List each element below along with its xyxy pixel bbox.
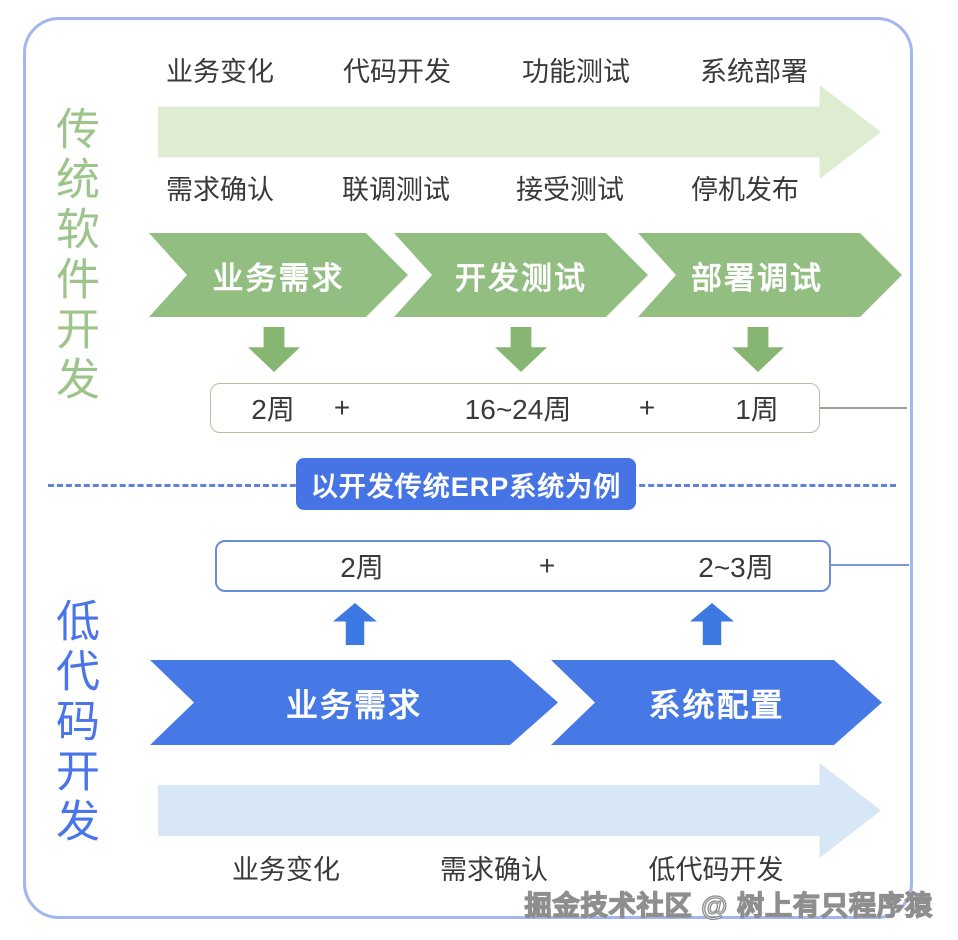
plus-sign: + bbox=[638, 392, 656, 423]
duration-value: 16~24周 bbox=[464, 394, 572, 425]
traditional-bottom-label: 停机发布 bbox=[691, 175, 799, 205]
frame-border bbox=[23, 17, 913, 919]
traditional-top-label: 代码开发 bbox=[343, 57, 451, 87]
traditional-bottom-label: 需求确认 bbox=[166, 175, 274, 205]
lowcode-timeline-label: 业务变化 bbox=[232, 855, 340, 885]
stage-chevron-deploy-debug: 部署调试 bbox=[638, 233, 902, 317]
traditional-bottom-label: 联调测试 bbox=[342, 175, 450, 205]
stage-chevron-dev-test: 开发测试 bbox=[394, 233, 648, 317]
connector-line bbox=[820, 407, 907, 409]
stage-chevron-business-requirements: 业务需求 bbox=[150, 660, 558, 745]
plus-sign: + bbox=[333, 392, 351, 423]
lowcode-duration-box: 2周 + 2~3周 bbox=[215, 540, 831, 592]
plus-sign: + bbox=[538, 550, 556, 581]
traditional-section-title: 传统软件开发 bbox=[49, 106, 98, 406]
watermark-text: 掘金技术社区 @ 树上有只程序猿 bbox=[524, 890, 933, 921]
traditional-top-label: 功能测试 bbox=[522, 57, 630, 87]
traditional-duration-box: 2周 + 16~24周 + 1周 bbox=[210, 383, 820, 433]
traditional-top-label: 系统部署 bbox=[700, 57, 808, 87]
duration-value: 2周 bbox=[340, 552, 384, 583]
traditional-top-label: 业务变化 bbox=[166, 57, 274, 87]
lowcode-timeline-label: 低代码开发 bbox=[648, 855, 784, 885]
duration-value: 2~3周 bbox=[698, 552, 774, 583]
stage-chevron-system-config: 系统配置 bbox=[551, 660, 882, 745]
duration-value: 2周 bbox=[251, 394, 295, 425]
traditional-bottom-label: 接受测试 bbox=[516, 175, 624, 205]
example-label-box: 以开发传统ERP系统为例 bbox=[296, 458, 636, 510]
duration-value: 1周 bbox=[735, 394, 779, 425]
lowcode-timeline-label: 需求确认 bbox=[440, 855, 548, 885]
stage-chevron-business-requirements: 业务需求 bbox=[149, 233, 408, 317]
connector-line bbox=[831, 564, 909, 566]
lowcode-section-title: 低代码开发 bbox=[49, 598, 98, 848]
